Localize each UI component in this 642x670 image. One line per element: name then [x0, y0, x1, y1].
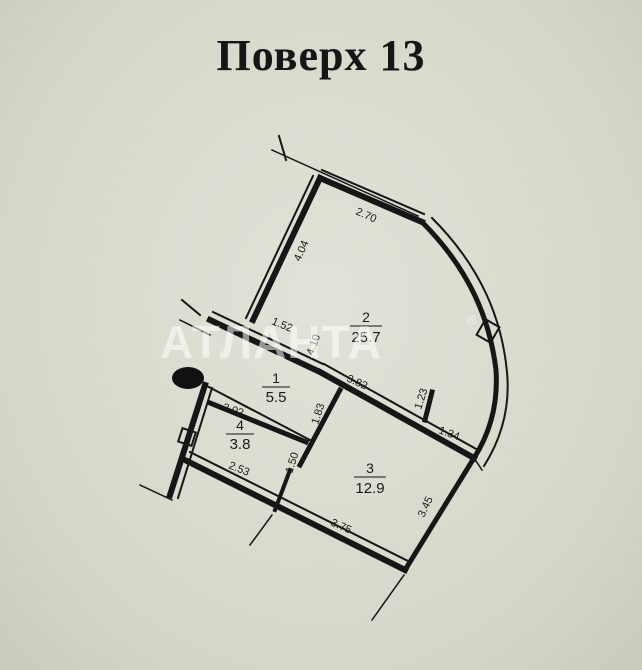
dim-3-45: 3.45 — [416, 495, 436, 519]
wall-room3-bottom — [180, 455, 410, 575]
wall-room2-left — [249, 174, 324, 324]
wall-room2-left-inner — [244, 174, 315, 320]
watermark-registered-mark: ® — [466, 311, 477, 327]
dim-4-04: 4.04 — [292, 239, 312, 263]
dim-line-bottom-left — [139, 484, 173, 501]
room-4-number: 4 — [236, 417, 244, 433]
room-3-area: 12.9 — [355, 480, 384, 497]
room-1-number: 1 — [272, 370, 280, 386]
shaft — [176, 426, 198, 448]
curved-window-wall — [418, 218, 499, 462]
room-3-number: 3 — [366, 460, 374, 476]
partition-small — [421, 388, 436, 424]
dim-line-bottom-right — [370, 573, 406, 622]
column — [475, 317, 501, 345]
wall-room3-right — [401, 454, 478, 574]
wall-room2-bottom-left — [206, 316, 324, 376]
wall-room1-room3 — [296, 386, 344, 469]
wall-left-outer — [166, 381, 209, 499]
wall-room2-bottom-left-inner — [211, 310, 325, 366]
watermark-logo: АТЛАНТА — [160, 316, 382, 368]
page-title: Поверх 13 — [216, 31, 426, 80]
ink-blot — [172, 367, 204, 389]
dim-tick-top-left — [277, 134, 288, 162]
wall-room3-bottom-inner — [188, 450, 410, 563]
dim-line-left — [178, 318, 212, 337]
wall-left-outer-inner — [176, 386, 214, 500]
dim-line-right — [472, 456, 484, 472]
partition-room3-lower — [272, 467, 293, 513]
wall-room4-top — [206, 399, 310, 446]
wall-room2-room3 — [315, 367, 479, 463]
wall-room2-top — [316, 174, 426, 226]
dim-line-bottom — [248, 513, 274, 547]
wall-room2-top-inner — [320, 168, 426, 216]
wall-corridor — [203, 383, 312, 442]
curved-window-wall-outer — [430, 216, 509, 468]
room-4-area: 3.8 — [230, 436, 251, 453]
dim-2-70: 2.70 — [354, 206, 378, 226]
dim-line-top — [271, 149, 419, 217]
room-2-area: 25.7 — [351, 329, 380, 346]
wall-room2-room3-inner — [322, 362, 480, 452]
room-2-number: 2 — [362, 309, 370, 325]
dim-tick-left — [180, 298, 202, 317]
room-1-area: 5.5 — [266, 389, 287, 406]
